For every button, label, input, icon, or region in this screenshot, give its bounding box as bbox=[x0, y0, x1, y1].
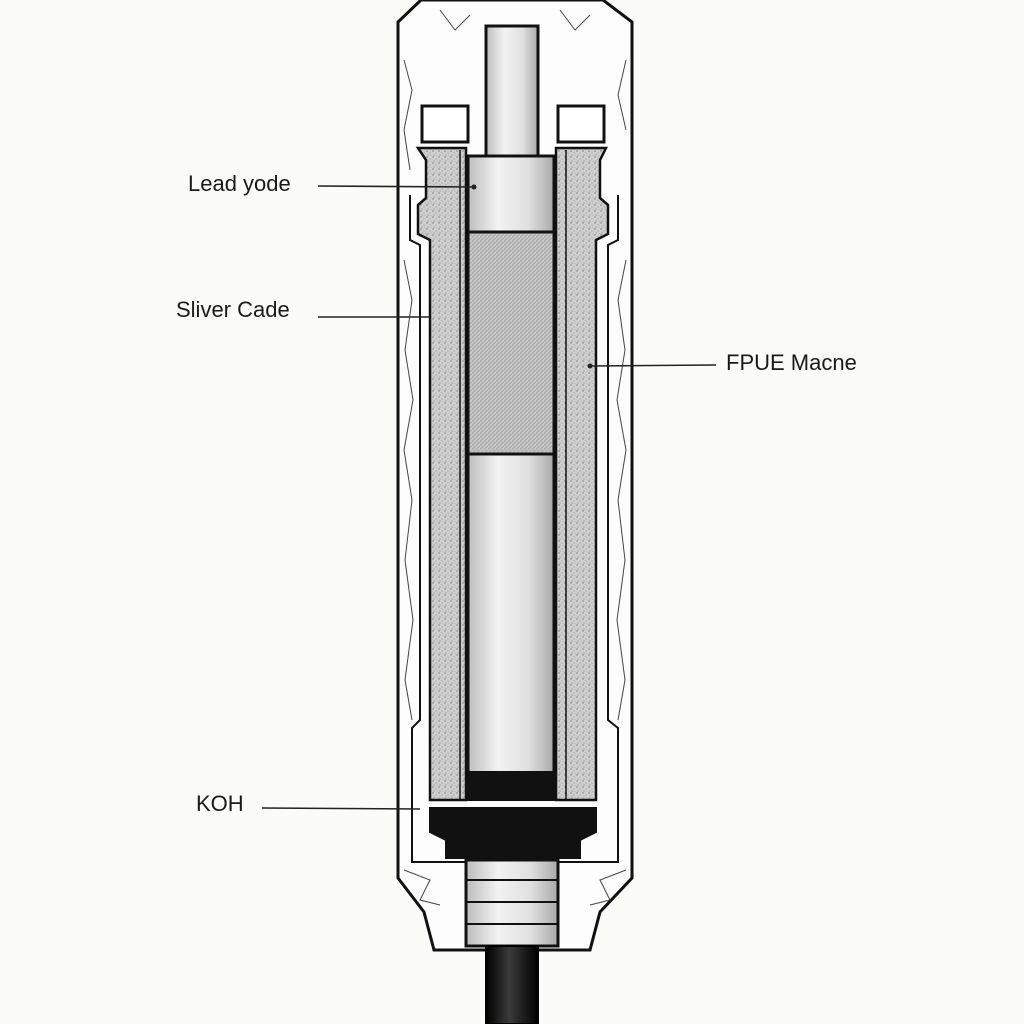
housing-texture bbox=[403, 9, 627, 906]
label-lead-yode: Lead yode bbox=[188, 171, 291, 196]
leader-line-fpue-macne bbox=[587, 364, 717, 367]
left-porous-wall bbox=[415, 146, 468, 802]
right-top-cap bbox=[556, 104, 606, 144]
central-tube-upper bbox=[466, 154, 556, 234]
central-tube-lower bbox=[466, 452, 556, 776]
leader-line-lead-yode bbox=[317, 185, 475, 188]
left-top-cap bbox=[420, 104, 470, 144]
porous-core bbox=[466, 230, 556, 456]
dark-ring bbox=[465, 771, 557, 801]
label-sliver-cade: Sliver Cade bbox=[176, 297, 290, 322]
label-fpue-macne: FPUE Macne bbox=[726, 350, 857, 375]
right-porous-wall bbox=[554, 146, 610, 802]
label-koh: KOH bbox=[196, 791, 244, 816]
top-rod bbox=[484, 24, 540, 158]
cable bbox=[485, 945, 539, 1024]
bottom-seal bbox=[429, 807, 597, 859]
leader-line-koh bbox=[261, 807, 421, 810]
